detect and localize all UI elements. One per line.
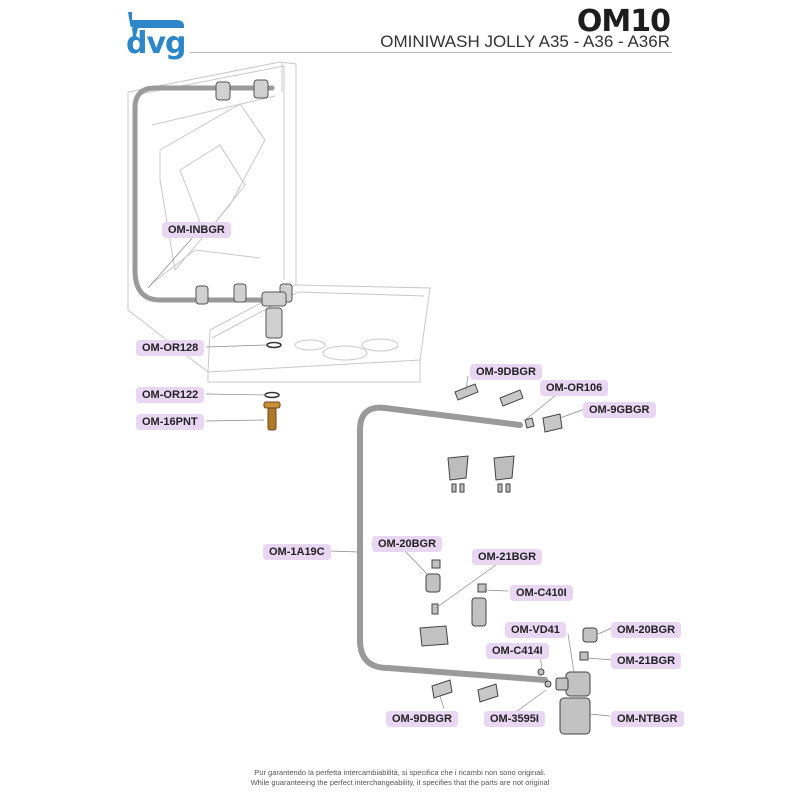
header-divider [190,52,672,53]
fittings-middle [419,559,487,647]
logo-text: dvg [126,26,187,61]
inlet-pipe-fittings [195,79,293,339]
exploded-pipe [357,404,548,683]
faucet-icon [128,12,184,28]
part-label-om-9dbgr-top: OM-9DBGR [470,364,542,380]
wall-brackets-bottom [431,679,499,703]
dvg-logo [128,12,184,36]
part-label-om-21bgr-left: OM-21BGR [472,549,543,565]
brass-nipple-16pnt [263,401,281,431]
wall-brackets-top [454,383,563,433]
part-label-om-c410i: OM-C410I [510,585,573,601]
part-label-om-3595i: OM-3595I [484,711,545,727]
part-label-om-or128: OM-OR128 [136,340,205,356]
part-label-om-1a19c: OM-1A19C [263,544,331,560]
part-label-om-or106: OM-OR106 [540,380,609,396]
o-ring-122 [264,391,280,399]
part-label-om-16pnt: OM-16PNT [136,414,204,430]
page-code: OM10 [576,4,671,39]
part-label-om-inbgr: OM-INBGR [162,222,231,238]
part-label-om-20bgr-right: OM-20BGR [611,622,682,638]
footer-line-italian: Pur garantendo la perfetta intercambiabi… [254,768,546,777]
part-label-om-ntbgr: OM-NTBGR [611,711,684,727]
footer-disclaimer: Pur garantendo la perfetta intercambiabi… [0,768,800,788]
o-ring-128 [266,341,282,349]
part-label-om-or122: OM-OR122 [136,387,205,403]
footer-line-english: While guaranteeing the perfect interchan… [250,778,550,787]
part-label-om-20bgr-left: OM-20BGR [372,536,443,552]
pipe-hangers [447,455,515,493]
leader-lines [147,235,613,717]
part-label-om-vd41: OM-VD41 [505,622,566,638]
valve-tee-assembly [537,627,598,735]
inlet-pipe-assembly [132,85,275,303]
part-label-om-c414i: OM-C414I [486,643,549,659]
page-subtitle: OMINIWASH JOLLY A35 - A36 - A36R [380,32,670,51]
part-label-om-9dbgr-bottom: OM-9DBGR [386,711,458,727]
part-label-om-21bgr-right: OM-21BGR [611,653,682,669]
part-label-om-9gbgr: OM-9GBGR [583,402,656,418]
